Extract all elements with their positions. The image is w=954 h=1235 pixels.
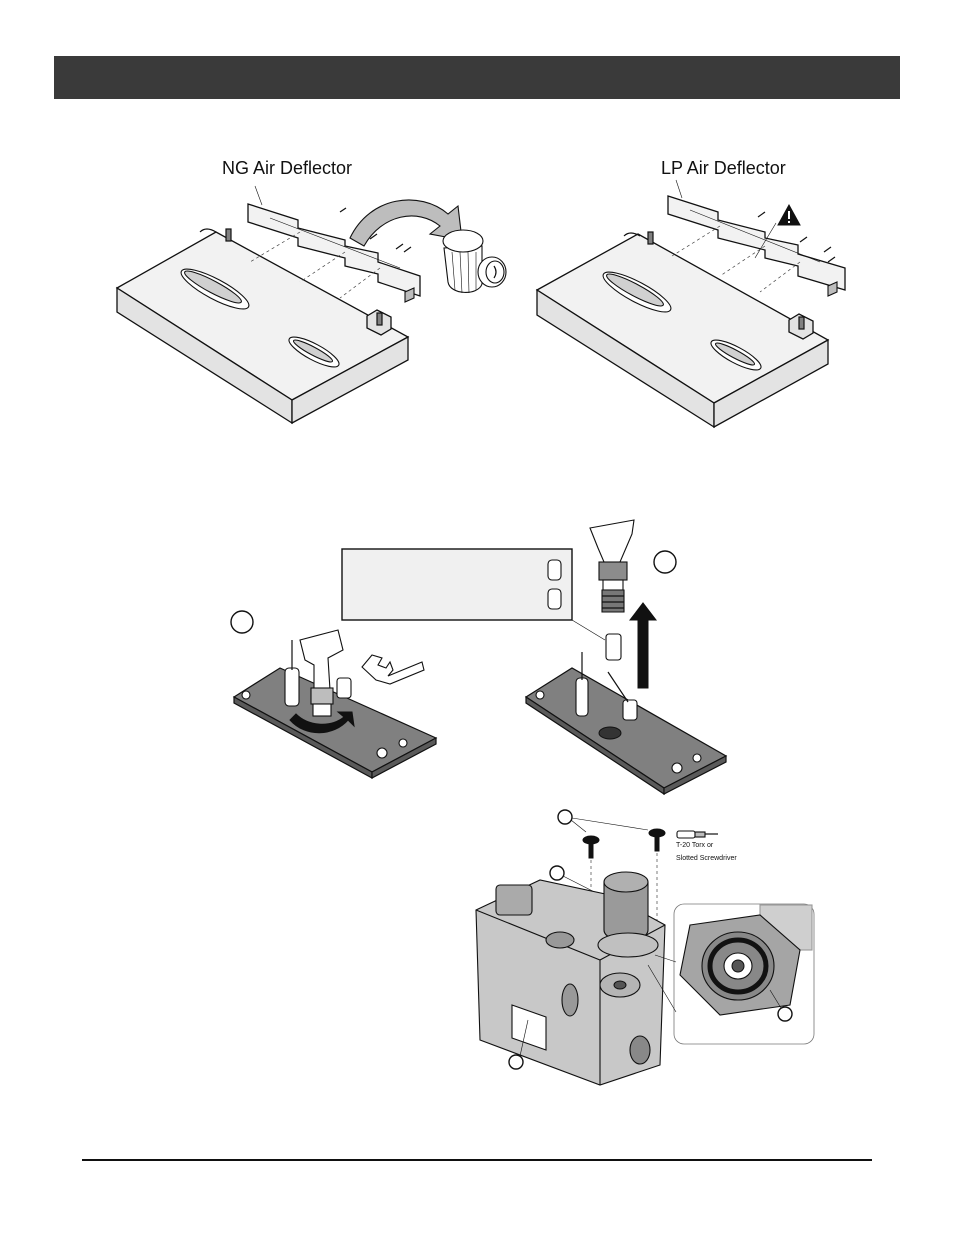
callout-regulator [549, 865, 565, 881]
screwdriver-icon [676, 830, 718, 839]
ng-air-deflector-label: NG Air Deflector [222, 158, 353, 178]
callout-gasket [777, 1006, 793, 1022]
wrench-icon [361, 654, 425, 685]
orifice-cap [442, 229, 507, 294]
pilot-bracket-right [524, 602, 728, 796]
callout-screws [557, 809, 573, 825]
tool-caption-line2: Slotted Screwdriver [676, 855, 737, 862]
orifice-chart-box [341, 548, 606, 641]
pilot-hood [589, 519, 635, 613]
callout-1-left [230, 610, 254, 634]
tool-caption-line1: T-20 Torx or [676, 842, 714, 849]
footer-rule [82, 1159, 872, 1161]
ng-air-deflector [247, 185, 421, 303]
pilot-bracket-left [232, 629, 438, 780]
lp-air-deflector [667, 179, 846, 297]
ng-burner-plate [115, 228, 410, 425]
callout-valve-body [508, 1054, 524, 1070]
screw-left [582, 835, 600, 930]
detail-inset [647, 903, 815, 1045]
header-bar [54, 56, 900, 99]
lp-air-deflector-label: LP Air Deflector [661, 158, 786, 178]
callout-2-right [653, 550, 677, 574]
screw-right [648, 828, 666, 960]
lp-burner-plate [535, 231, 830, 429]
pressure-regulator [597, 871, 659, 958]
